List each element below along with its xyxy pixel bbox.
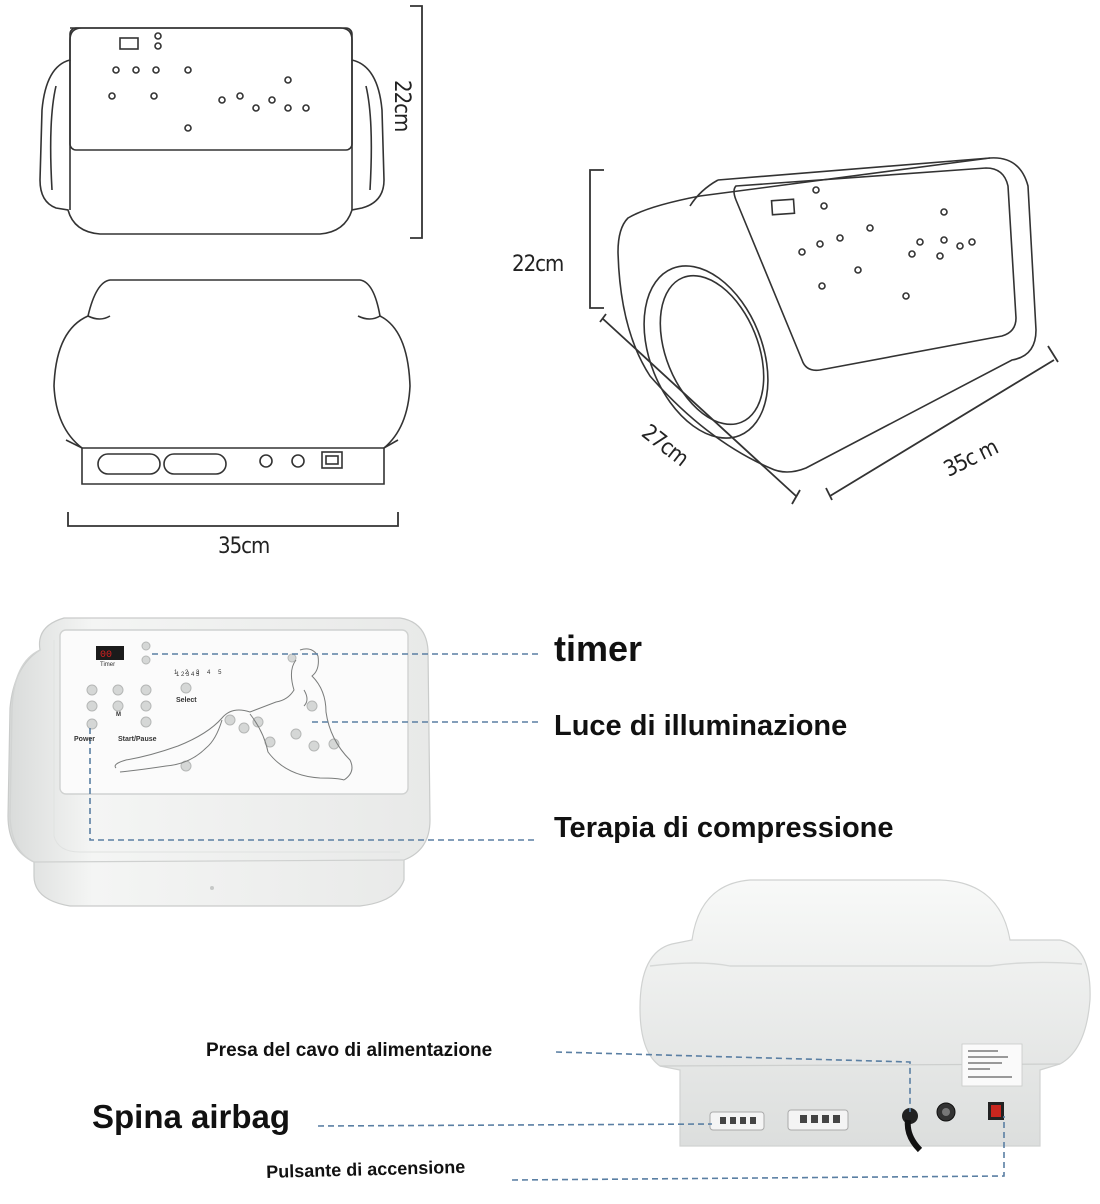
panel-start-label: Start/Pause — [118, 736, 157, 743]
power-socket-callout: Presa del cavo di alimentazione — [206, 1040, 493, 1061]
side-height-label: 22cm — [512, 252, 564, 277]
select-number: 4 — [207, 670, 214, 676]
back-width-dimension — [67, 512, 399, 527]
back-width-label: 35cm — [218, 534, 270, 559]
perspective-view-buttons — [798, 186, 976, 300]
light-callout: Luce di illuminazione — [554, 710, 848, 742]
panel-select-numbers: 1 2 3 4 5 — [174, 670, 224, 676]
perspective-dimensions — [589, 169, 1059, 505]
front-view-drawing — [39, 27, 385, 235]
select-number: 3 — [196, 670, 203, 676]
front-device-photo: 00 1 2 3 4 5 — [7, 617, 431, 907]
back-view-drawing — [53, 279, 411, 485]
panel-select-label: Select — [176, 697, 197, 704]
select-number: 1 — [174, 670, 181, 676]
panel-mode-label: M — [116, 712, 121, 718]
back-leader-lines — [317, 1051, 1005, 1181]
select-number: 2 — [185, 670, 192, 676]
svg-text:00: 00 — [100, 650, 112, 661]
select-number: 5 — [218, 670, 225, 676]
panel-timer-label: Timer — [100, 662, 116, 668]
back-device-photo — [639, 879, 1091, 1153]
perspective-view-drawing — [617, 157, 1037, 473]
front-view-buttons — [108, 32, 310, 132]
top-height-label: 22cm — [389, 80, 414, 132]
front-device-buttons — [86, 641, 340, 772]
front-leader-lines — [89, 653, 540, 841]
top-height-dimension — [410, 5, 423, 239]
compression-callout: Terapia di compressione — [554, 812, 894, 844]
panel-power-label: Power — [74, 736, 96, 743]
airbag-plug-callout: Spina airbag — [92, 1098, 291, 1135]
timer-callout: timer — [554, 628, 643, 669]
svg-text:1 2 3 4 5: 1 2 3 4 5 — [176, 672, 200, 678]
